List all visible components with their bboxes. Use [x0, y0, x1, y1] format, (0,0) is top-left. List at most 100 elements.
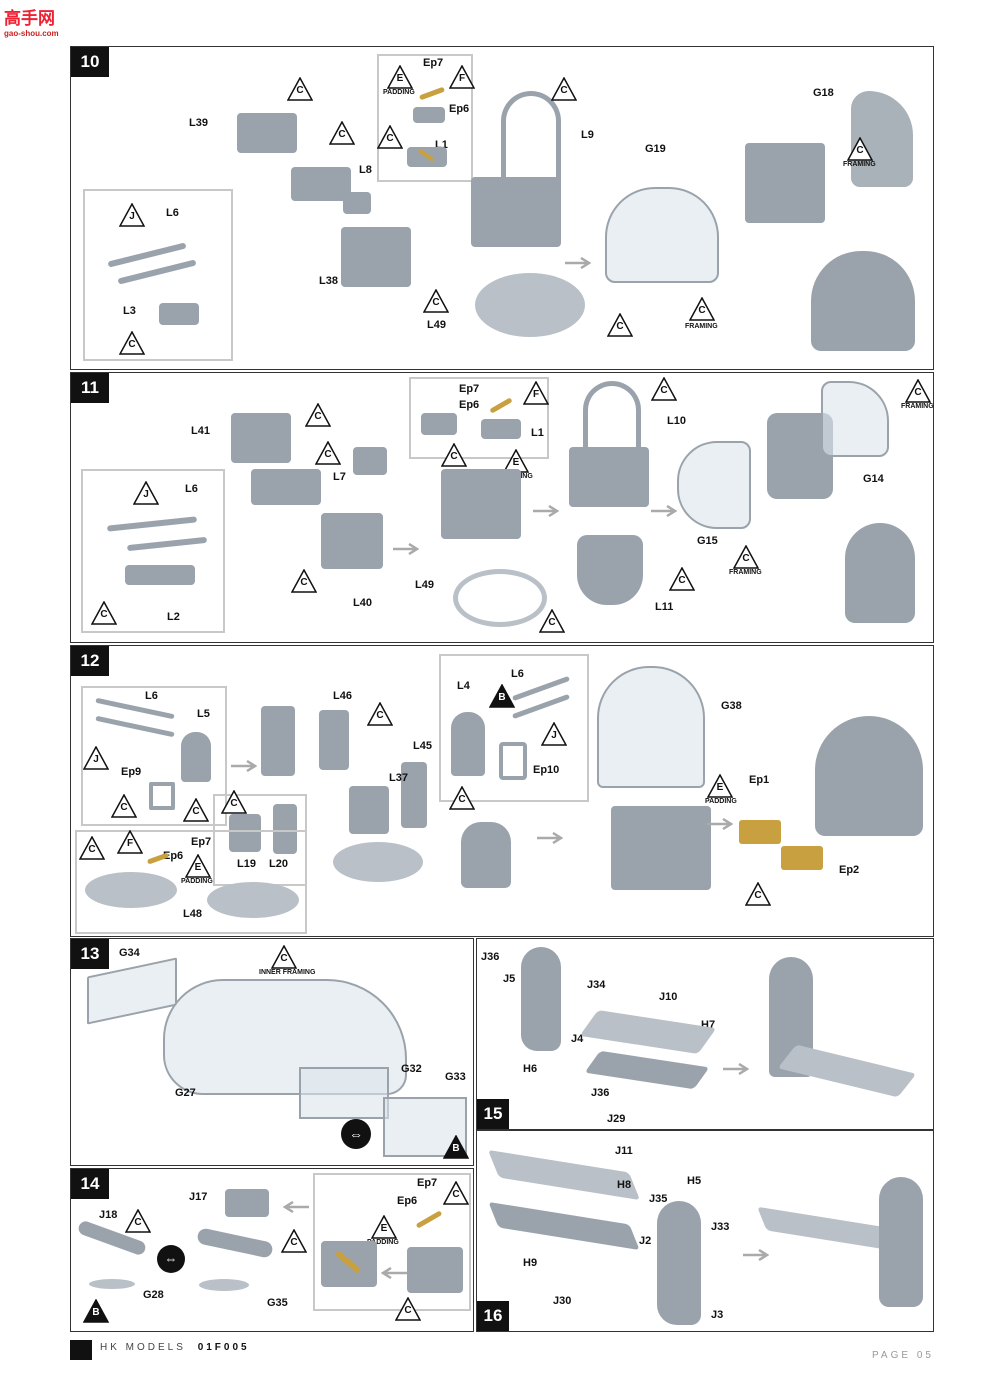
label-l11: L11 — [655, 601, 674, 613]
part-l1-x — [421, 413, 457, 435]
tail-assembly — [879, 1177, 923, 1307]
label-l49: L49 — [427, 319, 446, 331]
label-g27: G27 — [175, 1087, 196, 1099]
label-l6: L6 — [511, 668, 524, 680]
label-ep10: Ep10 — [533, 764, 560, 776]
step-arrow — [743, 1249, 769, 1261]
step-16-panel: 16 J11 H8 H9 J30 J35 H5 J33 J2 J3 — [476, 1130, 934, 1332]
marker-c: C — [91, 601, 117, 625]
marker-e: E — [371, 1215, 397, 1239]
label-l10: L10 — [667, 415, 686, 427]
label-l39: L39 — [189, 117, 208, 129]
label-l41: L41 — [191, 425, 210, 437]
mirror-icon: ⇔ — [157, 1245, 185, 1273]
assembly-part — [441, 469, 521, 539]
turret-frame-part — [341, 227, 411, 287]
label-h5: H5 — [687, 1175, 702, 1187]
marker-c: C — [329, 121, 355, 145]
marker-c: C — [395, 1297, 421, 1321]
label-g15: G15 — [697, 535, 718, 547]
gun-mount-part — [261, 706, 295, 776]
footer-brand: HK MODELS 01F005 — [100, 1342, 250, 1353]
frame-l9 — [501, 91, 561, 196]
step-arrow — [565, 257, 591, 269]
turret-base-part — [231, 413, 291, 463]
part-ep9 — [149, 782, 175, 810]
step-arrow — [231, 760, 257, 772]
marker-c: C — [125, 1209, 151, 1233]
label-ep2: Ep2 — [839, 864, 860, 876]
marker-c: C — [287, 77, 313, 101]
step-13-panel: 13 G34 C INNER FRAMING G27 G32 G33 ⇔ B — [70, 938, 474, 1166]
marker-c: C — [689, 297, 715, 321]
part-h7 — [579, 1010, 717, 1054]
step-10-panel: 10 J L6 L3 C E PADDING Ep7 F Ep6 C L1 L3… — [70, 46, 934, 370]
label-l6: L6 — [185, 483, 198, 495]
marker-e: E — [185, 854, 211, 878]
marker-c: C — [905, 379, 931, 403]
label-l6: L6 — [145, 690, 158, 702]
base-plate-done — [207, 882, 299, 918]
label-l8: L8 — [359, 164, 372, 176]
marker-c: C — [305, 403, 331, 427]
label-g33: G33 — [445, 1071, 466, 1083]
part-l20 — [273, 804, 297, 854]
label-l40: L40 — [353, 597, 372, 609]
base-plate — [85, 872, 177, 908]
label-g14: G14 — [863, 473, 884, 485]
marker-c: C — [745, 882, 771, 906]
step-arrow — [707, 818, 733, 830]
label-l2: L2 — [167, 611, 180, 623]
footer-code: 01F005 — [197, 1342, 250, 1353]
marker-c: C — [539, 609, 565, 633]
canopy-g38 — [597, 666, 705, 788]
seat-part — [343, 192, 371, 214]
label-ep9: Ep9 — [121, 766, 142, 778]
step-number: 15 — [477, 1099, 509, 1129]
part-l11 — [577, 535, 643, 605]
inset-guns — [81, 469, 225, 633]
marker-b: B — [489, 684, 515, 708]
site-logo: 高手网 gao-shou.com — [4, 4, 59, 38]
footer-page: PAGE 05 — [872, 1350, 934, 1361]
marker-j: J — [541, 722, 567, 746]
marker-e: E — [707, 774, 733, 798]
marker-e: E — [387, 65, 413, 89]
turret-complete — [815, 716, 923, 836]
padding-label: PADDING — [367, 1239, 399, 1246]
tailplane — [757, 1206, 897, 1252]
marker-b: B — [443, 1135, 469, 1159]
gun-mount-part — [251, 469, 321, 505]
label-l4: L4 — [457, 680, 470, 692]
label-j29: J29 — [607, 1113, 626, 1125]
turret-gun-assembly — [611, 806, 711, 890]
inset-padding — [313, 1173, 471, 1311]
turret-frame-part — [321, 513, 383, 569]
marker-c: C — [607, 313, 633, 337]
mirror-icon: ⇔ — [341, 1119, 371, 1149]
base-assembly — [333, 842, 423, 882]
label-ep6: Ep6 — [397, 1195, 418, 1207]
step-11-panel: 11 J L6 C L2 Ep7 Ep6 F L1 C E PADDING L4… — [70, 372, 934, 643]
label-l38: L38 — [319, 275, 338, 287]
marker-j: J — [119, 203, 145, 227]
label-g35: G35 — [267, 1297, 288, 1309]
label-j3: J3 — [711, 1309, 724, 1321]
turret-ring-l49 — [475, 273, 585, 337]
part-ep1 — [739, 820, 781, 844]
marker-b: B — [83, 1299, 109, 1323]
label-j36: J36 — [481, 951, 500, 963]
label-j17: J17 — [189, 1191, 208, 1203]
part-l1 — [481, 419, 521, 439]
part-ep2 — [781, 846, 823, 870]
marker-c: C — [281, 1229, 307, 1253]
step-arrow-left — [381, 1267, 407, 1279]
marker-c: C — [441, 443, 467, 467]
label-g28: G28 — [143, 1289, 164, 1301]
part-l46 — [319, 710, 349, 770]
label-j5: J5 — [503, 973, 516, 985]
canopy-g14 — [821, 381, 889, 457]
marker-f: F — [523, 381, 549, 405]
marker-c: C — [377, 125, 403, 149]
label-g34: G34 — [119, 947, 140, 959]
